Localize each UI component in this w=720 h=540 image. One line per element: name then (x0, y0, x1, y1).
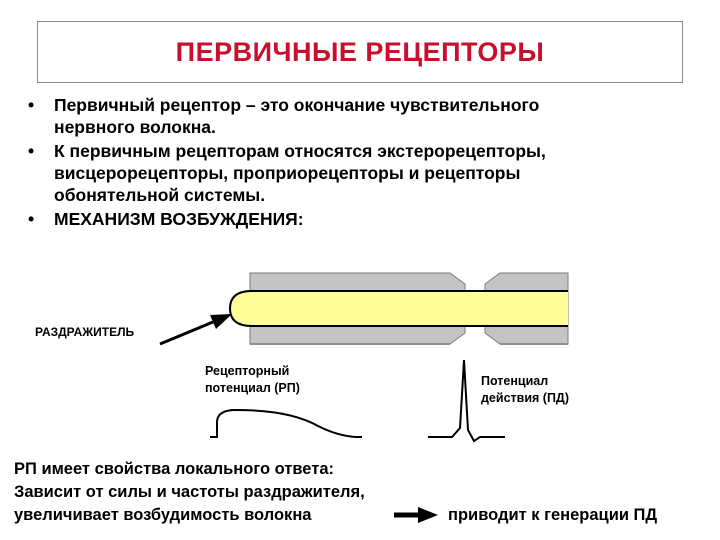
bottom-line-3-right: приводит к генерации ПД (448, 506, 658, 524)
rp-waveform (210, 408, 362, 438)
stimulus-label: РАЗДРАЖИТЕЛЬ (35, 325, 135, 339)
arrow-head (210, 314, 232, 329)
rp-label: Рецепторный потенциал (РП) (205, 363, 300, 397)
stimulus-arrow (159, 320, 214, 346)
bullet-line: Первичный рецептор – это окончание чувст… (54, 95, 540, 115)
bottom-line-3-left: увеличивает возбудимость волокна (14, 506, 312, 524)
bullet-item-3: • МЕХАНИЗМ ВОЗБУЖДЕНИЯ: (28, 208, 708, 230)
bullet-item-1: • Первичный рецептор – это окончание чув… (28, 94, 708, 138)
bottom-line-1: РП имеет свойства локального ответа: (14, 460, 335, 478)
bullet-line: МЕХАНИЗМ ВОЗБУЖДЕНИЯ: (54, 209, 304, 229)
pd-label-line: действия (ПД) (481, 391, 569, 405)
rp-label-line: Рецепторный (205, 364, 290, 378)
pd-waveform (428, 359, 505, 443)
bullet-item-2: • К первичным рецепторам относятся эксте… (28, 140, 708, 206)
bullet-line: висцерорецепторы, проприорецепторы и рец… (54, 163, 521, 183)
bullet-list: • Первичный рецептор – это окончание чув… (28, 94, 708, 232)
rp-label-line: потенциал (РП) (205, 381, 300, 395)
bottom-line-2: Зависит от силы и частоты раздражителя, (14, 483, 365, 501)
title-box: ПЕРВИЧНЫЕ РЕЦЕПТОРЫ (37, 21, 683, 83)
page-title: ПЕРВИЧНЫЕ РЕЦЕПТОРЫ (175, 36, 545, 67)
bullet-dot: • (28, 209, 35, 229)
nerve-fiber (228, 290, 568, 327)
bullet-line: обонятельной системы. (54, 185, 266, 205)
bullet-dot: • (28, 141, 35, 161)
bullet-line: нервного волокна. (54, 117, 216, 137)
result-arrow-head (418, 507, 438, 523)
bullet-dot: • (28, 95, 35, 115)
pd-label: Потенциал действия (ПД) (481, 373, 569, 407)
pd-label-line: Потенциал (481, 374, 549, 388)
bullet-line: К первичным рецепторам относятся экстеро… (54, 141, 546, 161)
